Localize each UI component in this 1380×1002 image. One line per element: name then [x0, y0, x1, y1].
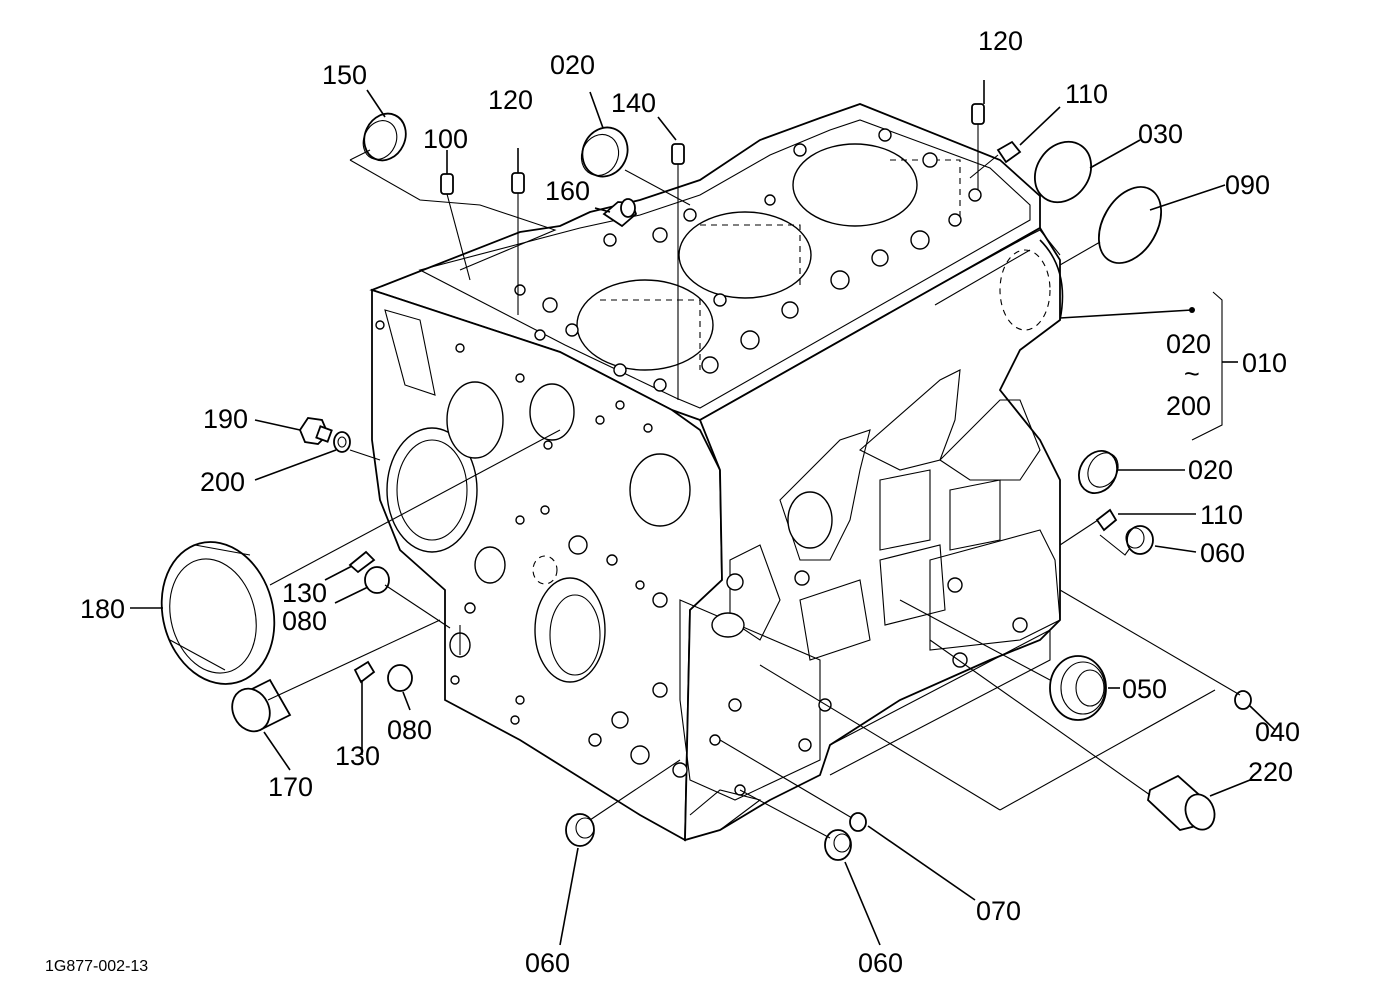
callout-100: 100 [423, 124, 468, 154]
callout-150: 150 [322, 60, 367, 90]
callout-130: 130 [335, 741, 380, 771]
drawing-reference: 1G877-002-13 [45, 958, 148, 975]
callout-220: 220 [1248, 757, 1293, 787]
callout-090: 090 [1225, 170, 1270, 200]
leader-lines [130, 80, 1276, 946]
callout-130: 130 [282, 578, 327, 608]
callout-060: 060 [858, 948, 903, 978]
callout-010: 010 [1242, 348, 1287, 378]
callout-030: 030 [1138, 119, 1183, 149]
callout-200: 200 [200, 467, 245, 497]
callout-060: 060 [1200, 538, 1245, 568]
callout-110: 110 [1200, 500, 1243, 530]
callout-range-tilde: ~ [1184, 359, 1200, 389]
callout-range-end-200: 200 [1166, 391, 1211, 421]
callout-080: 080 [282, 606, 327, 636]
callout-labels: 150 100 120 020 140 160 120 110 030 090 … [80, 26, 1300, 978]
callout-110: 110 [1065, 79, 1108, 109]
callout-020: 020 [550, 50, 595, 80]
callout-180: 180 [80, 594, 125, 624]
callout-140: 140 [611, 88, 656, 118]
callout-170: 170 [268, 772, 313, 802]
callout-070: 070 [976, 896, 1021, 926]
callout-120: 120 [488, 85, 533, 115]
callout-160: 160 [545, 176, 590, 206]
callout-050: 050 [1122, 674, 1167, 704]
callout-020: 020 [1188, 455, 1233, 485]
callout-080: 080 [387, 715, 432, 745]
cylinder-block [369, 103, 1064, 842]
callout-040: 040 [1255, 717, 1300, 747]
callout-120: 120 [978, 26, 1023, 56]
callout-190: 190 [203, 404, 248, 434]
parts [160, 103, 1252, 861]
callout-060: 060 [525, 948, 570, 978]
callout-range-start-020: 020 [1166, 329, 1211, 359]
